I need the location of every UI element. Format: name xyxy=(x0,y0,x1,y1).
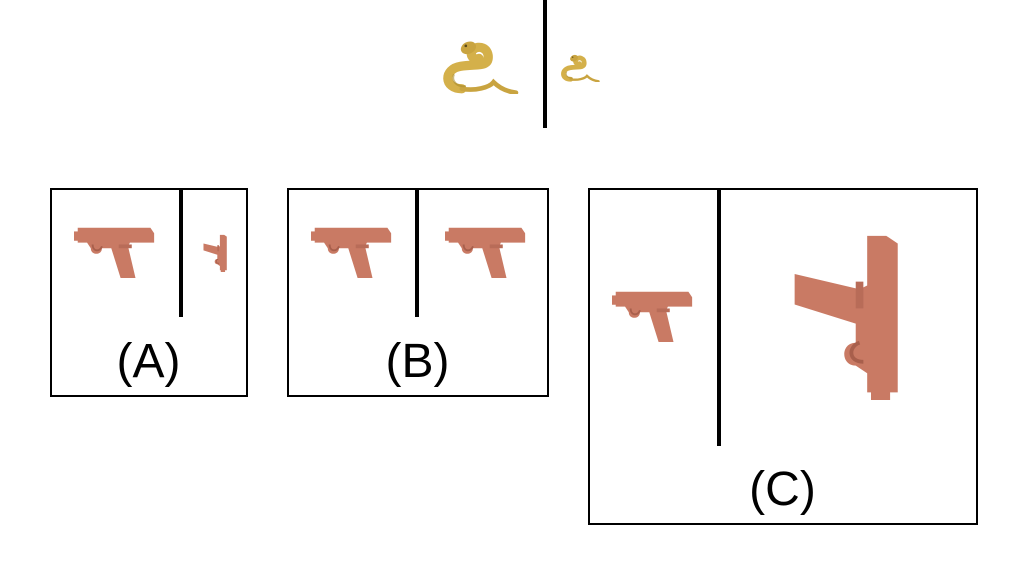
pistol-icon xyxy=(445,226,527,279)
option-c-left-gun xyxy=(612,286,694,344)
option-a-divider xyxy=(179,190,183,317)
option-c-label: (C) xyxy=(749,463,816,516)
option-c-divider xyxy=(717,190,721,446)
option-b-right-gun xyxy=(445,222,527,280)
pistol-icon xyxy=(612,290,694,343)
pistol-icon xyxy=(74,226,156,279)
pistol-icon xyxy=(311,226,393,279)
option-b-divider xyxy=(415,190,419,317)
option-a-label: (A) xyxy=(116,335,181,388)
pistol-icon xyxy=(203,234,228,272)
reference-left-snake xyxy=(440,28,520,94)
reference-divider xyxy=(543,0,547,128)
option-c-right-gun xyxy=(766,233,934,400)
reference-right-snake xyxy=(559,48,601,82)
option-a-right-gun xyxy=(197,234,235,272)
option-c-panel[interactable]: (C) xyxy=(588,188,978,525)
coiled-snake-icon xyxy=(559,48,601,82)
option-a-panel[interactable]: (A) xyxy=(50,188,248,397)
option-b-panel[interactable]: (B) xyxy=(287,188,549,397)
option-b-label: (B) xyxy=(385,335,450,388)
coiled-snake-icon xyxy=(440,28,520,94)
pistol-icon xyxy=(792,233,900,400)
option-a-left-gun xyxy=(74,222,156,280)
option-b-left-gun xyxy=(311,222,393,280)
